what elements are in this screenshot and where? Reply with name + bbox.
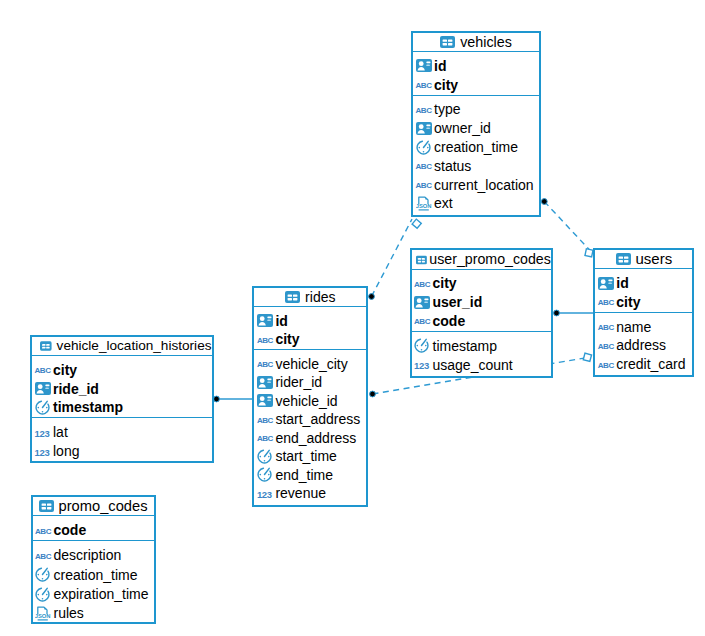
- svg-text:JSON: JSON: [416, 203, 431, 209]
- svg-text:JSON: JSON: [35, 613, 50, 619]
